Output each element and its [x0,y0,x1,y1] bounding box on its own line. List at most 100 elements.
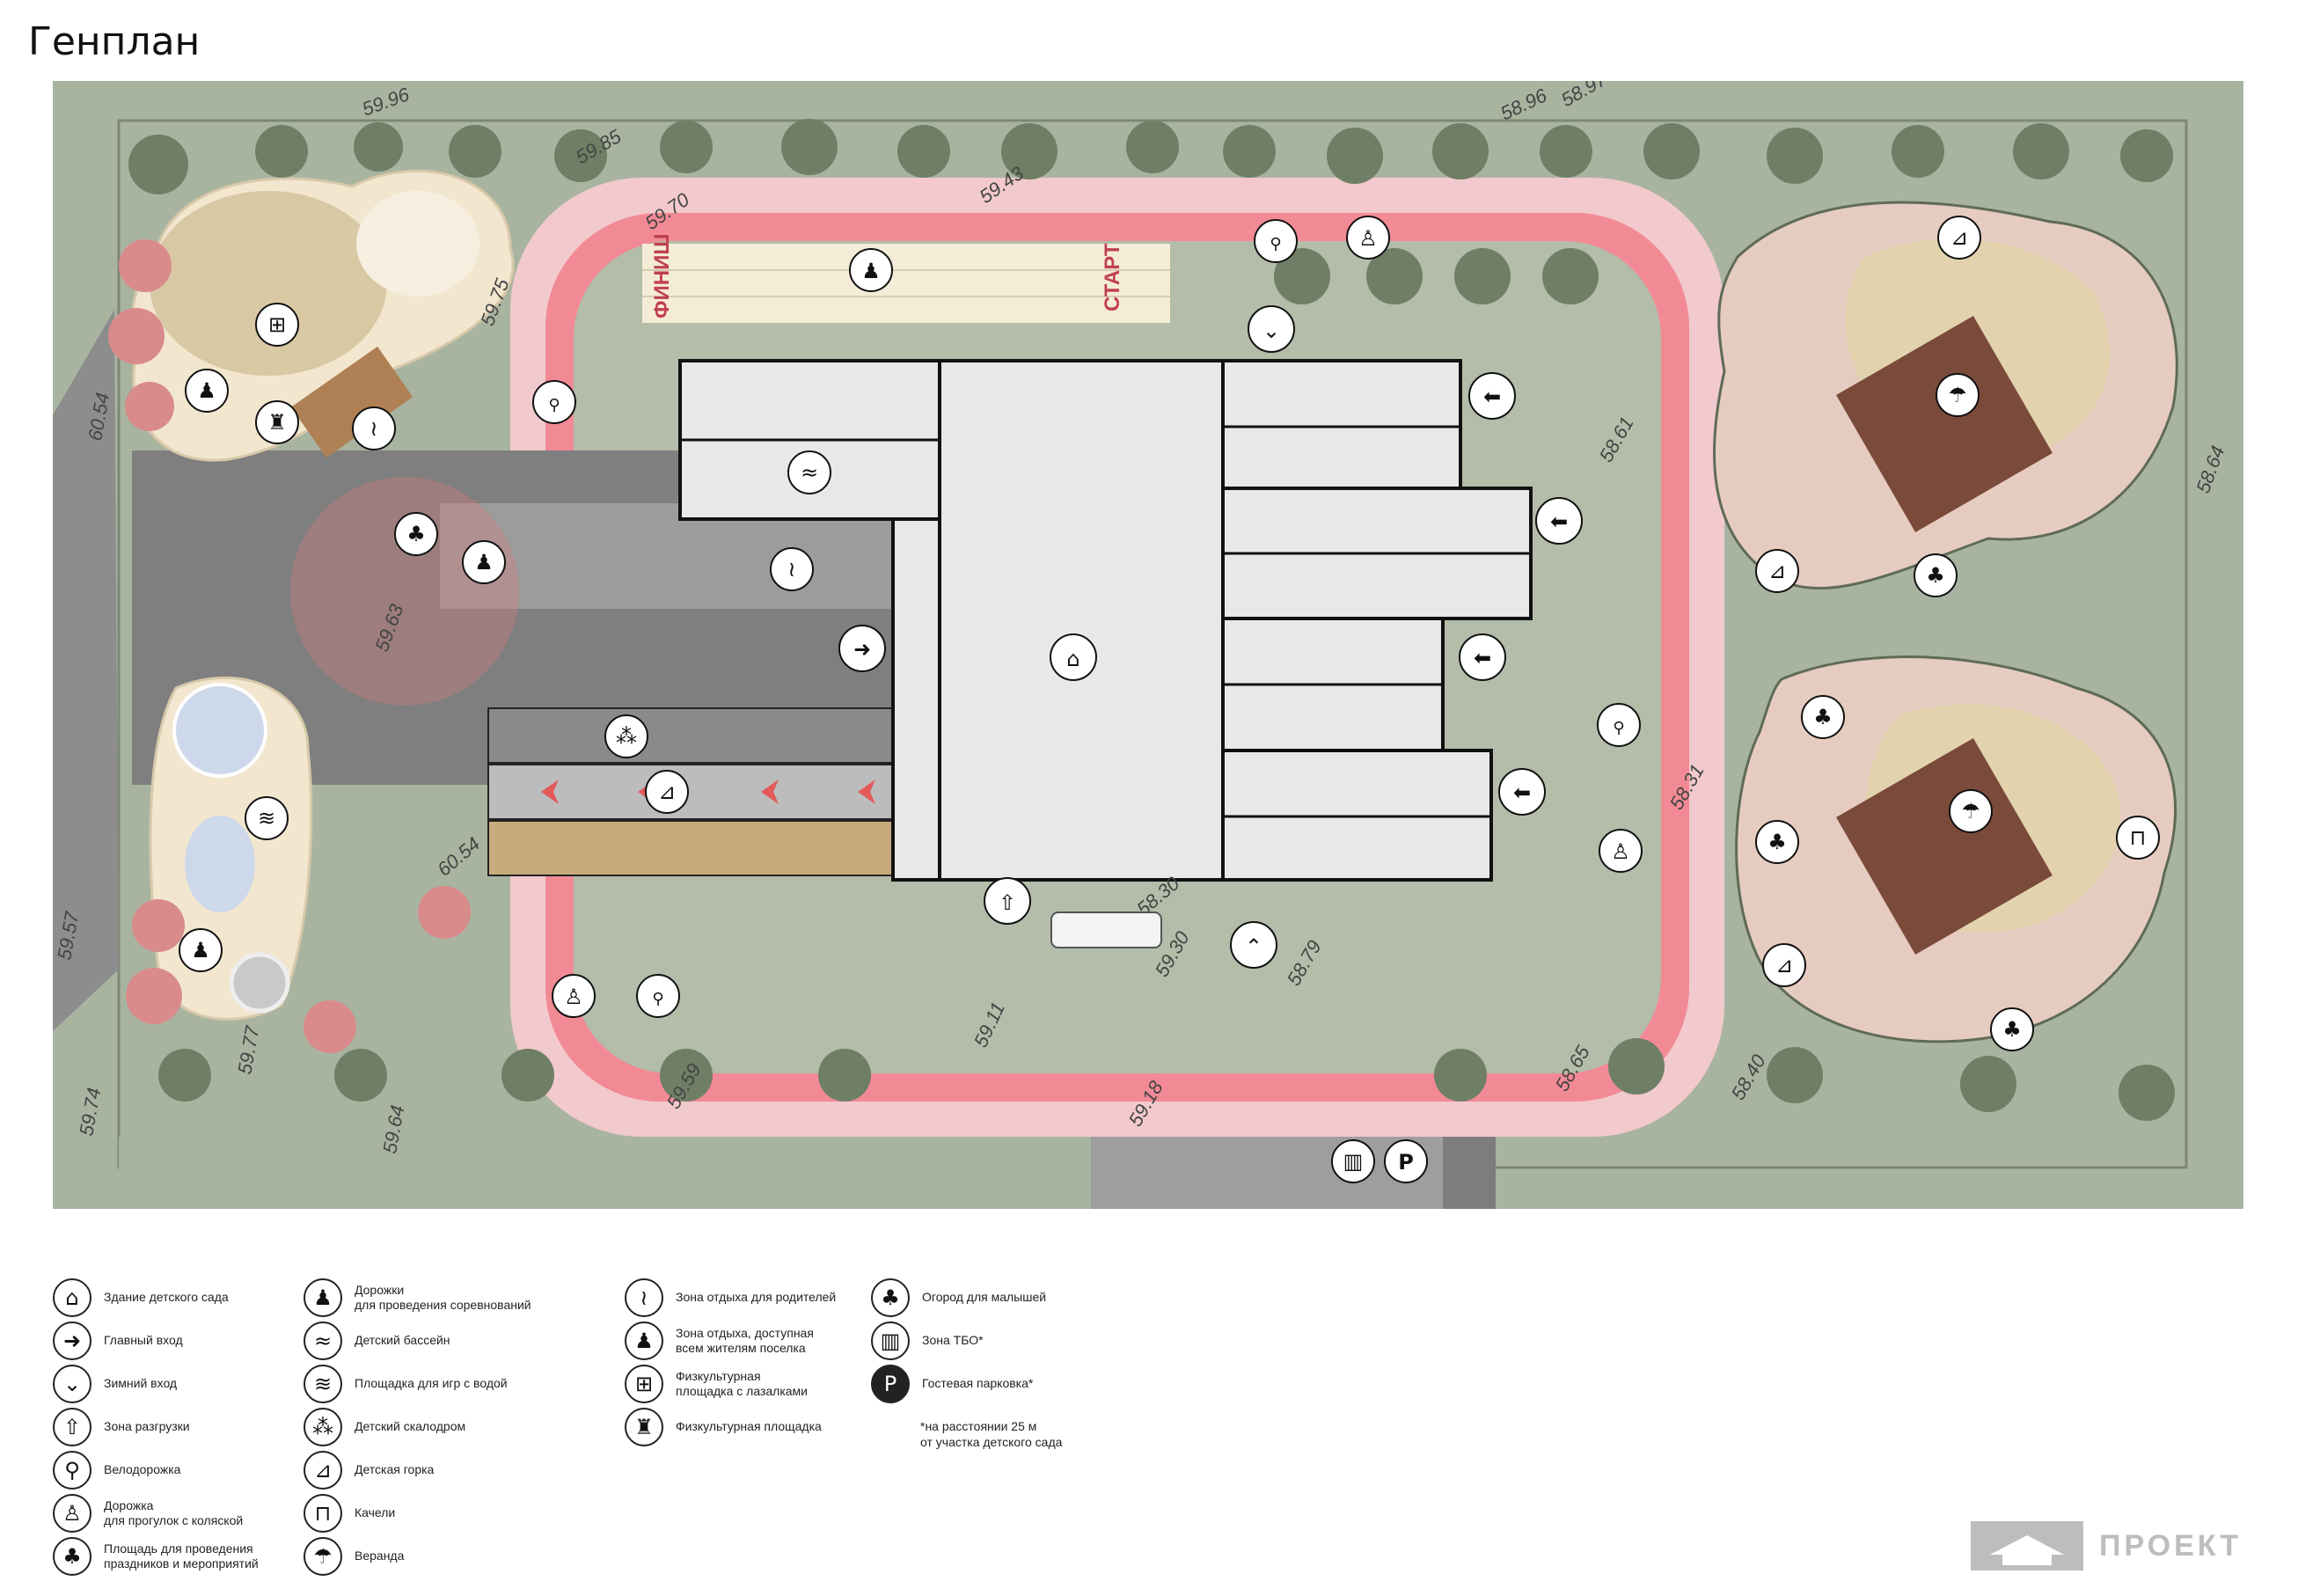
svg-text:♙: ♙ [1611,839,1630,864]
unloading-icon: ⇧ [984,877,1031,925]
svg-text:⚲: ⚲ [548,396,560,414]
legend-col-2: ♟ Дорожки для проведения соревнований ≈Де… [304,1276,531,1578]
sprint-strip [642,244,1170,323]
climbing-icon: ⁂ [604,714,648,758]
legend-item: ♜Физкультурная площадка [625,1405,836,1448]
kindergarten-building [678,359,1533,882]
parents-rest-icon: ≀ [625,1278,663,1317]
svg-text:⁂: ⁂ [616,724,637,749]
legend-col-1: ⌂Здание детского сада ➜Главный вход ⌄Зим… [53,1276,259,1578]
svg-text:⊿: ⊿ [1950,225,1968,250]
svg-text:⬅: ⬅ [1550,509,1568,534]
garden-icon: ♣ [1990,1007,2034,1051]
svg-text:⬅: ⬅ [1513,780,1531,805]
garden-icon: ♣ [1801,695,1845,739]
building-icon: ⌂ [53,1278,91,1317]
svg-text:▥: ▥ [1343,1149,1364,1174]
svg-text:♜: ♜ [267,410,287,435]
legend-item: ⊞Физкультурная площадка с лазалками [625,1362,836,1405]
site-plan-map: ФИНИШ СТАРТ [53,81,2243,1209]
svg-text:➜: ➜ [853,637,871,662]
pool-icon: ≈ [304,1321,342,1360]
legend-item: P Гостевая парковка* [871,1362,1046,1405]
residents-rest-icon: ♟ [185,369,229,413]
swing-icon: ⊓ [2116,816,2160,860]
legend-item: ≈Детский бассейн [304,1319,531,1362]
house-logo-icon [1971,1521,2083,1570]
svg-text:⇧: ⇧ [999,890,1016,915]
svg-text:⊿: ⊿ [658,780,676,804]
legend-item: ♣ Площадь для проведения праздников и мер… [53,1534,259,1578]
legend-item: ⊓Качели [304,1491,531,1534]
svg-text:≀: ≀ [788,557,796,582]
stroller-icon: ♙ [1346,216,1390,260]
competition-icon: ♟ [304,1278,342,1317]
van [1050,911,1162,948]
legend-label: Гостевая парковка* [922,1376,1034,1390]
climbing-icon: ⁂ [304,1407,342,1446]
waste-icon: ▥ [1331,1139,1375,1183]
parents-rest-icon: ≀ [352,406,396,450]
legend-item: ⌂Здание детского сада [53,1276,259,1319]
garden-icon: ♣ [871,1278,910,1317]
veranda-icon: ☂ [1936,373,1980,417]
legend-footnote: *на расстоянии 25 м от участка детского … [920,1419,1063,1449]
bicycle-icon: ⚲ [636,974,680,1018]
slide-icon: ⊿ [1937,216,1981,260]
svg-text:≀: ≀ [370,416,378,441]
slide-icon: ⊿ [304,1450,342,1490]
legend-col-3: ≀Зона отдыха для родителей ♟Зона отдыха,… [625,1276,836,1448]
trees [128,119,2175,1121]
svg-text:⊞: ⊞ [268,312,286,337]
pool-basin [172,683,267,778]
legend-label: Велодорожка [104,1462,181,1476]
winter-entrance-icon: ⌄ [1248,305,1295,353]
stroller-icon: ♙ [1599,829,1643,873]
svg-text:♣: ♣ [1813,705,1833,729]
legend-item: ⇧Зона разгрузки [53,1405,259,1448]
celebration-icon: ♣ [394,512,438,556]
celebration-icon: ♣ [1755,820,1799,864]
legend: ⌂Здание детского сада ➜Главный вход ⌄Зим… [53,1276,1284,1584]
parking-icon: P [871,1364,910,1403]
track-start-label: СТАРТ [1101,243,1124,311]
entrance-arrow-icon: ⬅ [1498,768,1546,816]
svg-text:♣: ♣ [406,522,426,546]
bicycle-icon: ⚲ [1597,703,1641,747]
page-title: Генплан [28,19,201,64]
gym-ladders-icon: ⊞ [255,303,299,347]
bicycle-icon: ⚲ [532,380,576,424]
svg-text:⊿: ⊿ [1775,953,1793,977]
legend-item: ≀ Зона отдыха для родителей [625,1276,836,1319]
main-entrance-icon: ➜ [838,625,886,672]
water-play-icon: ≋ [304,1364,342,1403]
legend-item: ♟ Дорожки для проведения соревнований [304,1276,531,1319]
legend-label: Площадь для проведения праздников и меро… [104,1541,259,1570]
svg-text:♙: ♙ [564,985,583,1009]
veranda-deck-2 [1836,738,2053,955]
legend-item: ≋Площадка для игр с водой [304,1362,531,1405]
legend-item: ♣ Огород для малышей [871,1276,1046,1319]
residents-rest-icon: ♟ [625,1321,663,1360]
deck-strip [487,820,894,876]
building-icon: ⌂ [1050,633,1097,681]
svg-text:♙: ♙ [1358,226,1378,251]
blossom-trees [108,239,471,1053]
svg-text:⚲: ⚲ [1613,719,1624,737]
svg-text:⌂: ⌂ [1066,647,1079,671]
legend-label: Зона отдыха для родителей [676,1290,837,1304]
svg-text:☂: ☂ [1948,383,1967,407]
gym-icon: ♜ [255,400,299,444]
legend-item: ⚲Велодорожка [53,1448,259,1491]
svg-text:⊿: ⊿ [1768,559,1786,583]
legend-item: ☂Веранда [304,1534,531,1578]
legend-label: Веранда [355,1548,405,1563]
svg-text:♣: ♣ [2002,1017,2022,1042]
svg-text:⬅: ⬅ [1474,646,1491,670]
slide-strip [487,764,894,820]
parents-rest-icon: ≀ [770,547,814,591]
legend-label: Дорожки для проведения соревнований [355,1282,531,1312]
entrance-arrow-icon: ⬅ [1468,372,1516,420]
celebration-icon: ♣ [53,1536,91,1576]
legend-label: Огород для малышей [922,1290,1047,1304]
